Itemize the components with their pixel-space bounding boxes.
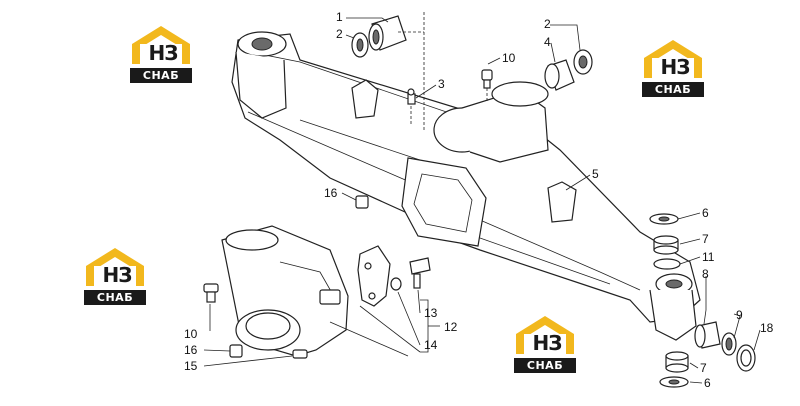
seal-2-left: [351, 32, 369, 58]
house-icon: [86, 248, 144, 290]
plug-16-axle: [355, 195, 369, 209]
callout-14: 14: [424, 338, 438, 352]
callout-13: 13: [424, 306, 438, 320]
watermark-logo: НЗ СНАБ: [640, 38, 706, 100]
callout-12: 12: [444, 320, 458, 334]
bolt-13: [409, 257, 431, 289]
callout-15: 15: [184, 359, 198, 373]
callout-2-right: 2: [544, 17, 551, 31]
bolt-10-knuckle: [203, 283, 219, 303]
callout-7-bottom: 7: [700, 361, 707, 375]
logo-subtitle: СНАБ: [642, 82, 704, 97]
callout-labels: 1 2 2 4 10 3 5 6 7 11 8 9 18 7 6 16 10 1…: [184, 10, 774, 390]
washer-6-bottom: [659, 376, 689, 388]
leader-lines: [203, 12, 761, 384]
nut-14: [390, 277, 402, 291]
logo-subtitle: СНАБ: [84, 290, 146, 305]
watermark-logo: НЗ СНАБ: [512, 314, 578, 376]
washer-18: [736, 344, 756, 372]
bushing-8: [694, 321, 721, 349]
callout-3: 3: [438, 77, 445, 91]
logo-letters: НЗ: [102, 263, 133, 287]
house-icon: [516, 316, 574, 358]
logo-letters: НЗ: [532, 331, 563, 355]
callout-10-top: 10: [502, 51, 516, 65]
callout-1: 1: [336, 10, 343, 24]
clamp-12: [357, 245, 391, 307]
axle-housing: [231, 31, 701, 341]
callout-16-axle: 16: [324, 186, 338, 200]
bushing-7-top: [653, 235, 679, 255]
callout-9: 9: [736, 308, 743, 322]
grease-fitting-3: [407, 88, 416, 105]
callout-5: 5: [592, 167, 599, 181]
pin-15: [292, 349, 308, 359]
shim-11: [653, 258, 681, 270]
logo-subtitle: СНАБ: [514, 358, 576, 373]
logo-letters: НЗ: [660, 55, 691, 79]
watermark-logo: НЗ СНАБ: [128, 24, 194, 86]
logo-subtitle: СНАБ: [130, 68, 192, 83]
callout-7-top: 7: [702, 232, 709, 246]
callout-6-bottom: 6: [704, 376, 711, 390]
callout-10-knuckle: 10: [184, 327, 198, 341]
plug-16-knuckle: [229, 344, 243, 358]
bushing-1: [368, 15, 407, 51]
callout-6-top: 6: [702, 206, 709, 220]
callout-8: 8: [702, 267, 709, 281]
washer-6-top: [649, 213, 679, 225]
house-icon: [132, 26, 190, 68]
callout-2-left: 2: [336, 27, 343, 41]
bushing-7-bottom: [665, 351, 689, 373]
callout-11: 11: [702, 250, 715, 264]
callout-16-knuckle: 16: [184, 343, 198, 357]
seal-2-right: [573, 49, 593, 75]
callout-4: 4: [544, 35, 551, 49]
seal-9: [721, 332, 737, 356]
watermark-logo: НЗ СНАБ: [82, 246, 148, 308]
steering-knuckle: [221, 225, 349, 357]
house-icon: [644, 40, 702, 82]
plug-10-top: [481, 69, 493, 89]
callout-18: 18: [760, 321, 774, 335]
bushing-4: [544, 59, 575, 91]
logo-letters: НЗ: [148, 41, 179, 65]
